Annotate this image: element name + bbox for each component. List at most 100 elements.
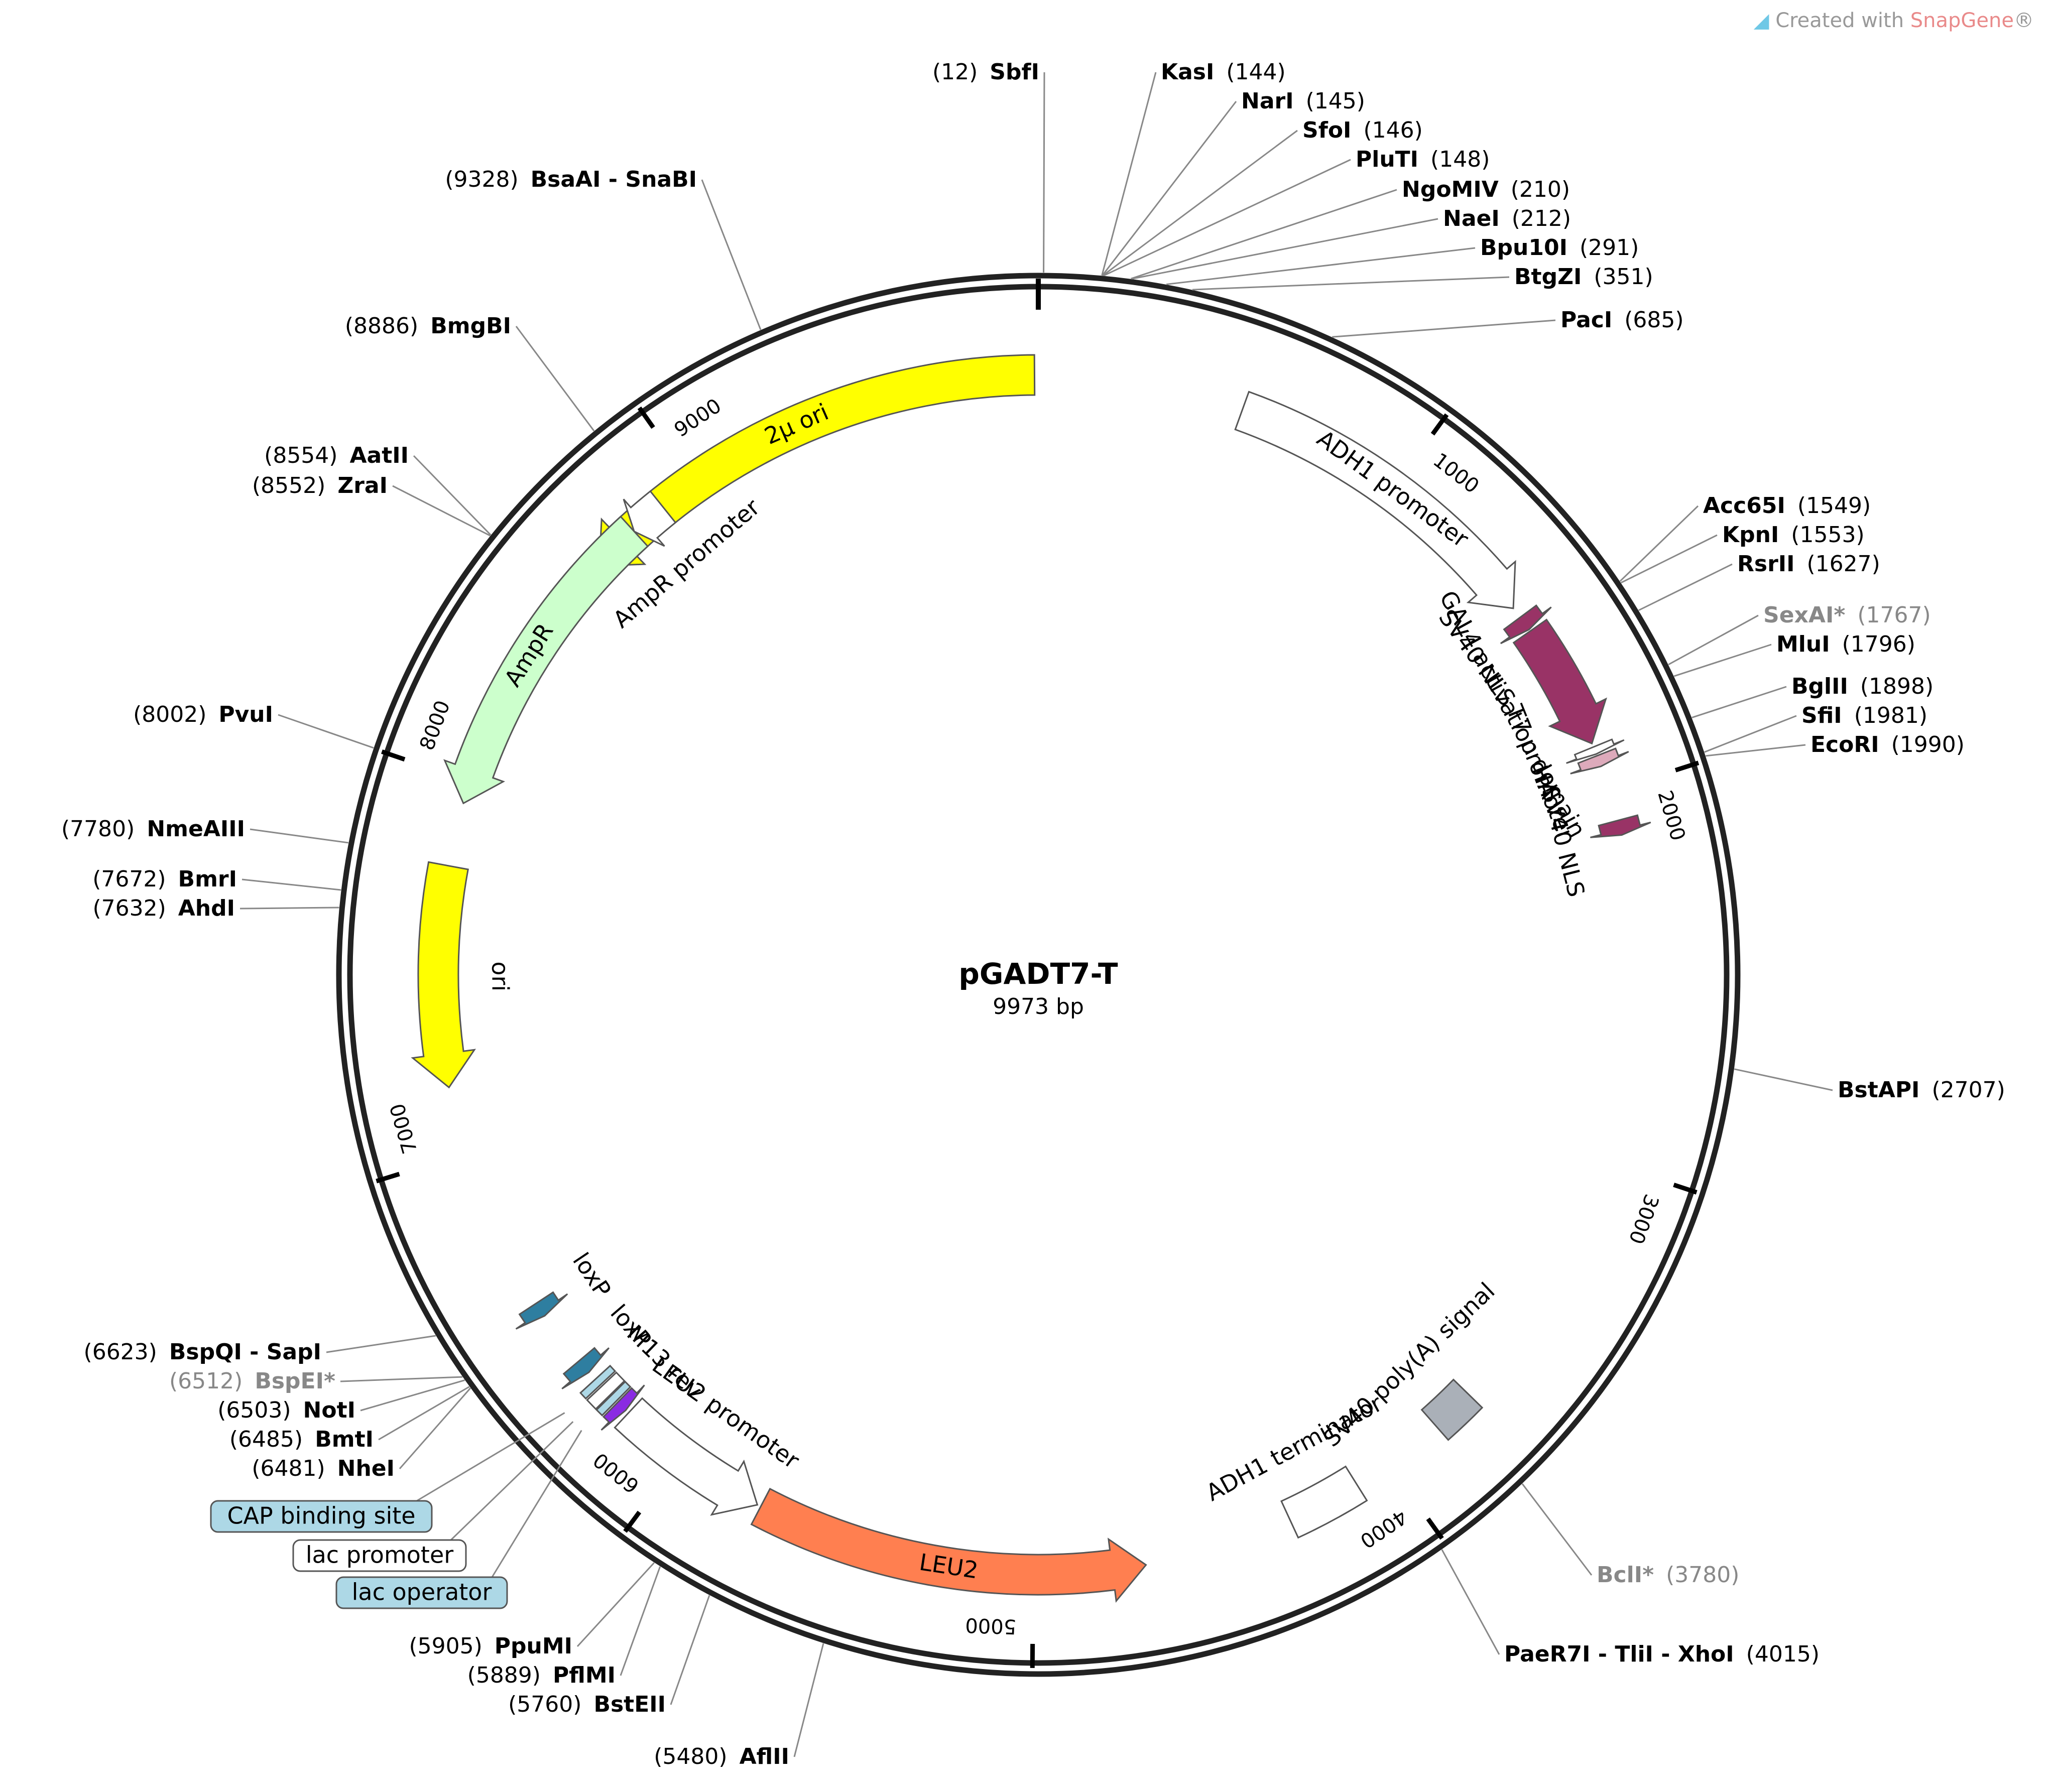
site-name: SfoI	[1302, 117, 1351, 143]
box-label: CAP binding site	[227, 1502, 415, 1529]
feature-loxp[interactable]	[561, 1347, 610, 1389]
site-position: (3780)	[1666, 1562, 1739, 1588]
feature-sv40-nls[interactable]	[1500, 604, 1552, 645]
site-acc65i[interactable]: Acc65I(1549)	[1703, 493, 1871, 519]
site-kasi[interactable]: KasI(144)	[1161, 59, 1286, 85]
site-noti[interactable]: (6503)NotI	[217, 1397, 355, 1423]
tick-mark	[1430, 413, 1449, 436]
site-pvui[interactable]: (8002)PvuI	[133, 702, 273, 727]
site-name: Acc65I	[1703, 493, 1785, 519]
site-name: PpuMI	[495, 1633, 572, 1659]
feature-leu2[interactable]	[750, 1487, 1147, 1603]
feature-adh1-promoter[interactable]	[1234, 391, 1516, 609]
site-bspei[interactable]: (6512)BspEI*	[169, 1368, 335, 1394]
site-name: AatII	[349, 443, 409, 468]
feature-lac-operator[interactable]	[595, 1380, 632, 1417]
site-pluti[interactable]: PluTI(148)	[1356, 147, 1490, 172]
site-rsrii[interactable]: RsrII(1627)	[1737, 551, 1880, 577]
site-bmti[interactable]: (6485)BmtI	[229, 1427, 374, 1452]
site-bcli[interactable]: BclI* (3780)	[1597, 1562, 1739, 1588]
site-ngomiv[interactable]: NgoMIV(210)	[1402, 177, 1570, 202]
feature-lac-promoter[interactable]	[586, 1371, 626, 1411]
site-name: BmgBI	[430, 313, 511, 339]
site-position: (6623)	[84, 1339, 157, 1365]
site-bpu10i[interactable]: Bpu10I (291)	[1480, 235, 1639, 261]
feature-ha[interactable]	[1570, 747, 1629, 775]
site-sfoi[interactable]: SfoI(146)	[1302, 117, 1423, 143]
site-position: (145)	[1306, 88, 1365, 114]
box-lac-promoter[interactable]	[292, 1539, 467, 1572]
tick-mark	[376, 1172, 400, 1184]
site-leader-line	[1192, 276, 1510, 291]
site-aflii[interactable]: (5480)AflII	[654, 1744, 789, 1769]
tick-mark	[1426, 1517, 1444, 1540]
feature-sv40-poly-a-signal[interactable]	[1420, 1378, 1484, 1441]
snapgene-credit: ◢ Created with SnapGene®	[1754, 9, 2034, 32]
site-sexai[interactable]: SexAI*(1767)	[1763, 602, 1931, 628]
site-bmgbi[interactable]: (8886)BmgBI	[345, 313, 511, 339]
site-leader-line	[1706, 744, 1806, 757]
feature-sv40-nls-2[interactable]	[1590, 814, 1651, 838]
site-name: Bpu10I	[1480, 235, 1567, 261]
site-leader-line	[1734, 1068, 1833, 1091]
site-aatii[interactable]: (8554)AatII	[264, 443, 409, 468]
site-sbfi[interactable]: (12)SbfI	[932, 59, 1039, 85]
site-ecori[interactable]: EcoRI(1990)	[1810, 732, 1965, 757]
site-name: KasI	[1161, 59, 1214, 85]
site-btgzi[interactable]: BtgZI(351)	[1514, 264, 1653, 290]
site-pflmi[interactable]: (5889)PflMI	[467, 1662, 616, 1688]
site-name: NaeI	[1443, 206, 1500, 231]
site-bsaai-snabi[interactable]: (9328)BsaAI - SnaBI	[445, 167, 697, 192]
box-lac-operator[interactable]	[335, 1576, 508, 1609]
site-name: BstEII	[593, 1692, 666, 1717]
site-ahdi[interactable]: (7632)AhdI	[92, 895, 235, 921]
feature-leu2-promoter[interactable]	[614, 1397, 759, 1516]
site-position: (291)	[1580, 235, 1639, 261]
box-cap-binding-site[interactable]	[210, 1500, 433, 1533]
feature-ampr-promoter[interactable]	[623, 490, 677, 547]
feature-ampr[interactable]	[443, 516, 649, 805]
site-sfii[interactable]: SfiI(1981)	[1801, 703, 1927, 728]
site-position: (1990)	[1891, 732, 1965, 757]
site-name: PvuI	[218, 702, 273, 727]
site-leader-line	[1132, 218, 1438, 280]
plasmid-size: 9973 bp	[993, 994, 1084, 1019]
site-name: BmtI	[315, 1427, 374, 1452]
site-bspqi-sapi[interactable]: (6623)BspQI - SapI	[84, 1339, 321, 1365]
feature-cap-binding-site[interactable]	[579, 1364, 617, 1400]
site-bsteii[interactable]: (5760)BstEII	[508, 1692, 666, 1717]
feature-loxp-2[interactable]	[515, 1291, 568, 1330]
feature-gal4-activation-domain[interactable]	[1512, 618, 1607, 745]
site-name: BclI*	[1597, 1562, 1654, 1588]
feature-t7-promoter[interactable]	[1566, 738, 1625, 764]
feature-ori[interactable]	[411, 861, 476, 1089]
site-leader-line	[326, 1335, 436, 1353]
site-bmri[interactable]: (7672)BmrI	[92, 866, 237, 892]
feature-m13-rev[interactable]	[600, 1384, 645, 1431]
site-leader-line	[1620, 534, 1718, 584]
site-naei[interactable]: NaeI(212)	[1443, 206, 1571, 231]
site-paer7i-tlii-xhoi[interactable]: PaeR7I - TliI - XhoI(4015)	[1504, 1641, 1820, 1667]
site-zrai[interactable]: (8552)ZraI	[252, 473, 388, 498]
site-ppumi[interactable]: (5905)PpuMI	[409, 1633, 572, 1659]
site-leader-line	[1673, 644, 1772, 677]
site-name: NarI	[1241, 88, 1294, 114]
site-paci[interactable]: PacI(685)	[1560, 307, 1684, 333]
site-nmeaiii[interactable]: (7780)NmeAIII	[61, 816, 245, 842]
box-label: lac promoter	[306, 1542, 453, 1569]
site-position: (6512)	[169, 1368, 243, 1394]
site-bstapi[interactable]: BstAPI(2707)	[1838, 1077, 2005, 1103]
feature-adh1-terminator[interactable]	[1280, 1465, 1368, 1539]
site-mlui[interactable]: MluI(1796)	[1776, 631, 1915, 657]
site-leader-line	[670, 1595, 710, 1705]
site-bglii[interactable]: BglII(1898)	[1791, 674, 1934, 699]
site-name: PaeR7I - TliI - XhoI	[1504, 1641, 1734, 1667]
site-nari[interactable]: NarI (145)	[1241, 88, 1365, 114]
site-kpni[interactable]: KpnI(1553)	[1722, 522, 1865, 548]
site-leader-line	[793, 1643, 824, 1757]
site-name: BglII	[1791, 674, 1848, 699]
tick-mark	[381, 749, 406, 762]
site-nhei[interactable]: (6481)NheI	[252, 1456, 395, 1481]
